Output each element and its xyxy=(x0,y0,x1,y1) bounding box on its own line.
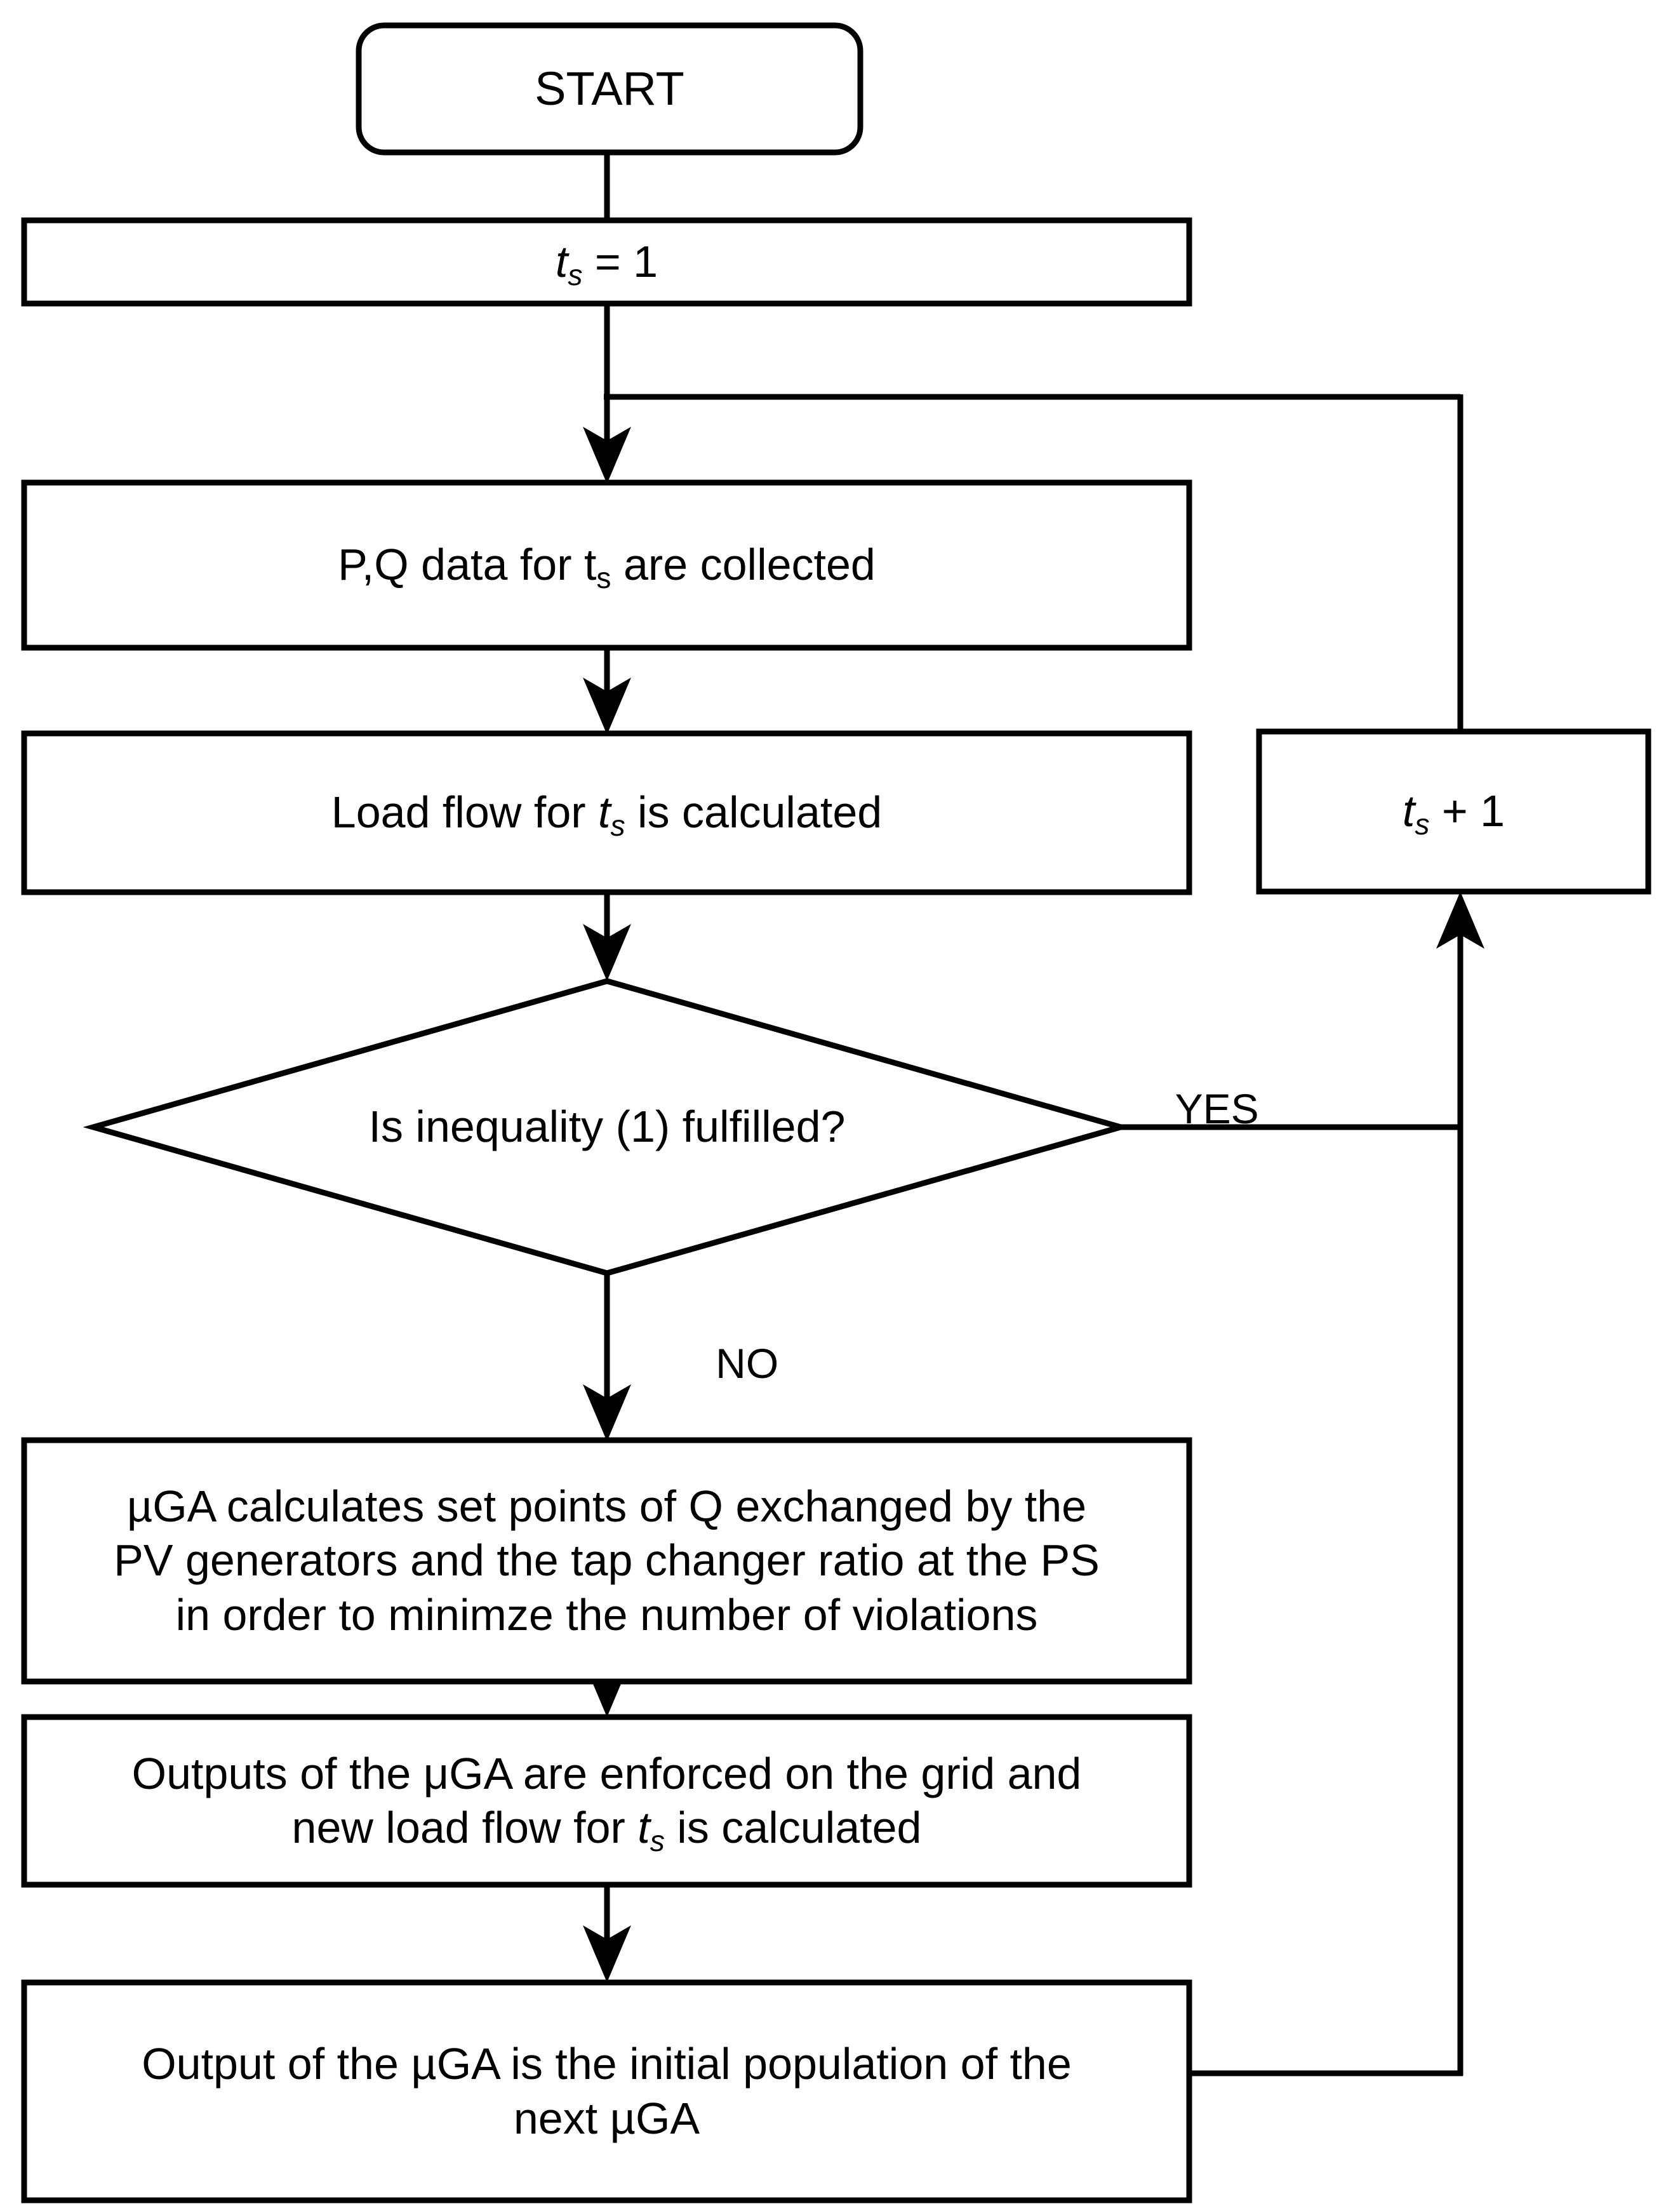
node-start[interactable] xyxy=(356,22,863,156)
node-init[interactable] xyxy=(21,217,1192,307)
node-collect[interactable] xyxy=(21,479,1192,651)
arrowhead-into-uga-calc xyxy=(583,1384,631,1441)
node-uga-enforce[interactable] xyxy=(21,1714,1192,1888)
arrowhead-into-loadflow xyxy=(583,678,631,735)
arrowhead-into-decision xyxy=(583,924,631,981)
arrowhead-into-uga-seed xyxy=(583,1925,631,1982)
arrowhead-into-collect xyxy=(583,427,631,484)
node-decision[interactable] xyxy=(83,978,1131,1276)
arrowhead-into-increment xyxy=(1436,892,1484,949)
node-uga-calc[interactable] xyxy=(21,1437,1192,1685)
node-loadflow[interactable] xyxy=(21,730,1192,895)
node-increment[interactable] xyxy=(1256,728,1651,895)
node-uga-seed[interactable] xyxy=(21,1979,1192,2203)
